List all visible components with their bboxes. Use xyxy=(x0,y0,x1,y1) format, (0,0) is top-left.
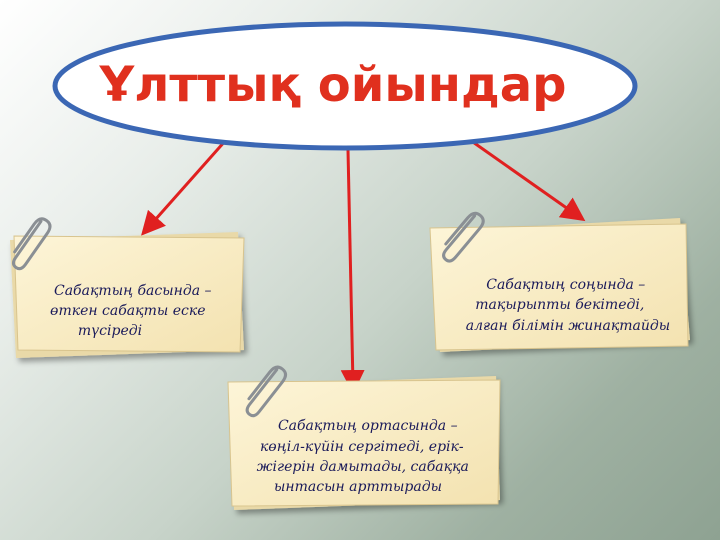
note-left-line: өткен сабақты еске xyxy=(50,303,205,319)
note-card-middle: Сабақтың ортасында – көңіл-күйін сергіте… xyxy=(227,365,501,510)
arrow-to-right-note xyxy=(469,138,586,222)
note-middle-line: ынтасын арттырады xyxy=(274,479,442,495)
note-left-line: түсіреді xyxy=(78,323,142,339)
title-bubble: Ұлттық ойындар xyxy=(52,21,638,151)
paperclip-icon xyxy=(245,365,288,418)
paperclip-icon xyxy=(11,217,52,271)
note-card-right: Сабақтың соңында – тақырыпты бекітеді, а… xyxy=(429,211,690,352)
note-card-left: Сабақтың басында – өткен сабақты еске тү… xyxy=(10,217,245,358)
note-right-text: Сабақтың соңында – тақырыпты бекітеді, а… xyxy=(466,277,670,334)
arrow-to-middle-note xyxy=(340,149,365,394)
note-right-line: тақырыпты бекітеді, xyxy=(475,297,644,313)
title-text: Ұлттық ойындар xyxy=(99,57,567,113)
note-middle-line: Сабақтың ортасында – xyxy=(278,418,458,434)
note-middle-text: Сабақтың ортасында – көңіл-күйін сергіте… xyxy=(257,418,474,495)
arrow-to-left-note xyxy=(141,139,228,236)
note-right-line: алған білімін жинақтайды xyxy=(466,318,670,334)
paperclip-icon xyxy=(442,211,485,263)
note-left-line: Сабақтың басында – xyxy=(54,283,212,299)
note-middle-line: жігерін дамытады, сабаққа xyxy=(257,459,469,475)
note-middle-line: көңіл-күйін сергітеді, ерік- xyxy=(260,439,464,455)
note-right-line: Сабақтың соңында – xyxy=(486,277,645,293)
note-left-text: Сабақтың басында – өткен сабақты еске тү… xyxy=(50,283,216,339)
